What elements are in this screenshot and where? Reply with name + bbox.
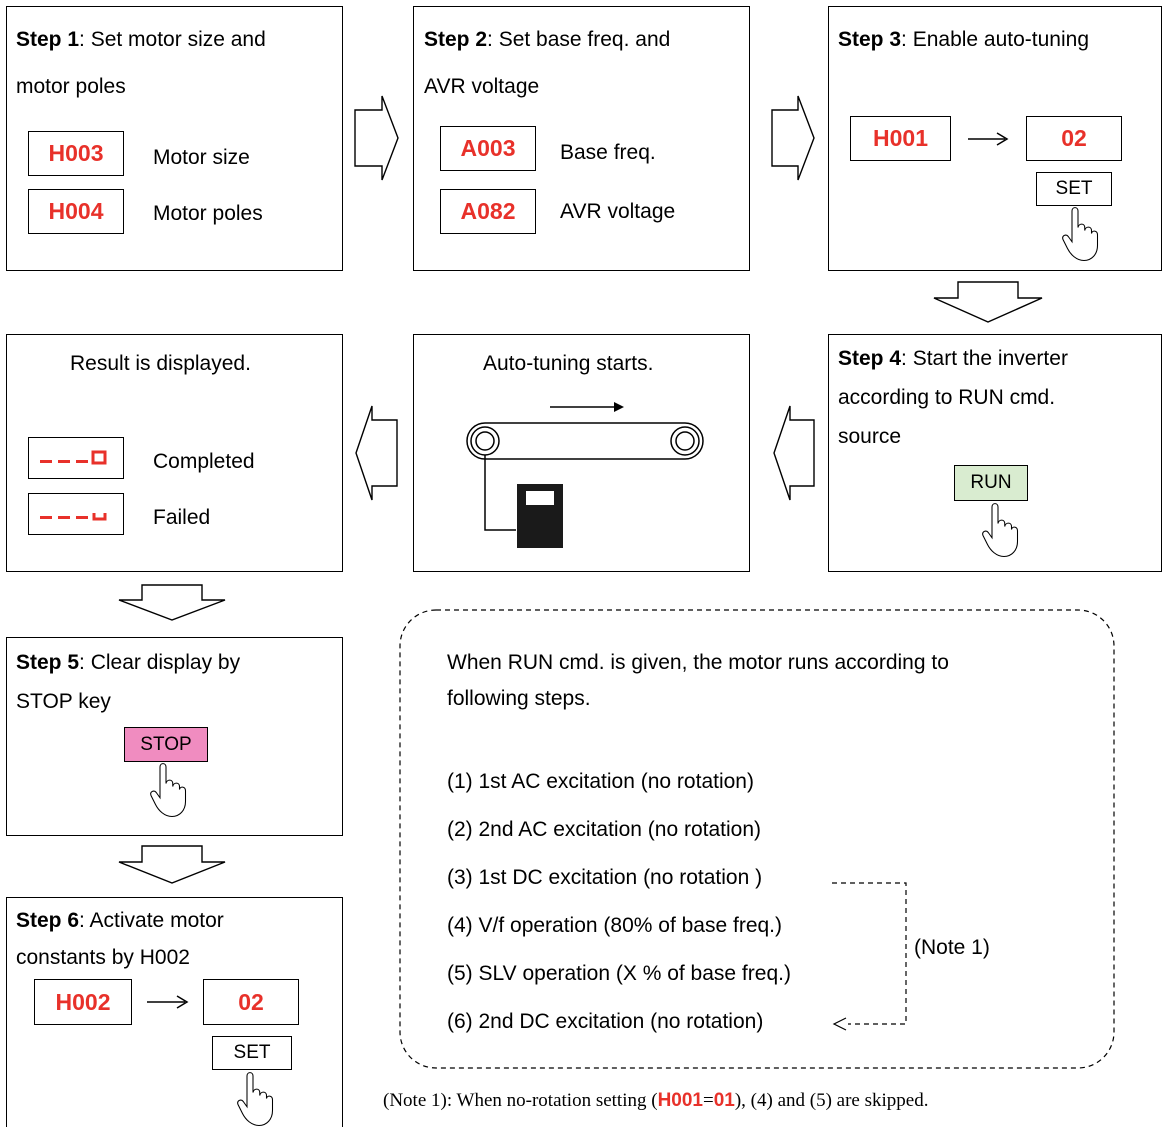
step4-text3: source: [838, 425, 902, 448]
step1-line1: Step 1: Set motor size and: [16, 28, 266, 52]
arrow-down-icon: [933, 281, 1043, 323]
hand-pointer-icon: [982, 503, 1019, 558]
note-step-5: (5) SLV operation (X % of base freq.): [447, 962, 791, 985]
step3-line1: Step 3: Enable auto-tuning: [838, 28, 1089, 52]
note-step-3: (3) 1st DC excitation (no rotation ): [447, 866, 763, 889]
conveyor-motor-icon: [466, 402, 704, 531]
footnote-code: H001: [657, 1090, 703, 1111]
step6-text2: constants by H002: [16, 946, 190, 969]
result-title: Result is displayed.: [70, 352, 251, 375]
step5-label: Step 5: [16, 651, 80, 674]
step5-text2: STOP key: [16, 690, 111, 713]
step5-line1: Step 5: Clear display by: [16, 651, 240, 675]
step4-label: Step 4: [838, 347, 902, 370]
step4-text2: according to RUN cmd.: [838, 386, 1056, 409]
autotune-title: Auto-tuning starts.: [483, 352, 654, 375]
note-intro2: following steps.: [447, 687, 591, 710]
step3-label: Step 3: [838, 28, 902, 51]
result-failed: Failed: [153, 506, 211, 529]
step5-text1: : Clear display by: [79, 651, 241, 674]
arrow-down-icon: [118, 584, 226, 621]
arrow-right-icon: [968, 132, 1009, 146]
step4-text1: : Start the inverter: [901, 347, 1068, 370]
note-step-1: (1) 1st AC excitation (no rotation): [447, 770, 754, 793]
hand-pointer-icon: [150, 763, 187, 818]
failed-display: [28, 493, 124, 535]
arrow-left-icon: [773, 405, 815, 501]
step1-code-motor-size: H003: [28, 131, 124, 176]
note-bracket: [832, 882, 907, 1025]
step3-value: 02: [1026, 116, 1122, 161]
arrow-down-icon: [118, 845, 226, 884]
step3-text1: : Enable auto-tuning: [901, 28, 1090, 51]
step2-code-base-freq: A003: [440, 126, 536, 171]
step2-desc-base-freq: Base freq.: [560, 141, 656, 164]
arrow-right-icon: [147, 995, 189, 1009]
step6-value: 02: [203, 979, 299, 1025]
step2-text1: : Set base freq. and: [487, 28, 671, 51]
step1-label: Step 1: [16, 28, 80, 51]
step6-line1: Step 6: Activate motor: [16, 909, 224, 933]
step2-label: Step 2: [424, 28, 488, 51]
note-step-4: (4) V/f operation (80% of base freq.): [447, 914, 783, 937]
step6-label: Step 6: [16, 909, 80, 932]
note-intro1: When RUN cmd. is given, the motor runs a…: [447, 651, 949, 674]
step4-run-key[interactable]: RUN: [954, 465, 1028, 501]
footnote-eq: =: [702, 1090, 714, 1111]
note-step-2: (2) 2nd AC excitation (no rotation): [447, 818, 761, 841]
footnote-suffix: ), (4) and (5) are skipped.: [734, 1090, 929, 1111]
footnote: (Note 1): When no-rotation setting (H001…: [383, 1089, 928, 1113]
step2-code-avr-voltage: A082: [440, 189, 536, 234]
step3-code: H001: [850, 116, 951, 161]
step3-set-key[interactable]: SET: [1036, 172, 1112, 206]
hand-pointer-icon: [1062, 207, 1099, 262]
step6-set-key[interactable]: SET: [212, 1036, 292, 1070]
step1-desc-motor-size: Motor size: [153, 146, 250, 169]
footnote-value: 01: [713, 1090, 735, 1111]
completed-display: [28, 437, 124, 479]
footnote-prefix: (Note 1): When no-rotation setting (: [383, 1090, 658, 1111]
failed-seg-icon: [40, 513, 107, 521]
hand-pointer-icon: [237, 1072, 274, 1127]
autotune-box: [413, 334, 750, 572]
note-step-6: (6) 2nd DC excitation (no rotation): [447, 1010, 764, 1033]
step2-desc-avr-voltage: AVR voltage: [560, 200, 676, 223]
step5-stop-key[interactable]: STOP: [124, 727, 208, 762]
arrow-right-icon: [354, 95, 399, 181]
arrow-left-icon: [355, 405, 398, 501]
step6-text1: : Activate motor: [79, 909, 224, 932]
note-box: [399, 609, 1115, 1069]
completed-seg-icon: [40, 450, 107, 465]
step2-text2: AVR voltage: [424, 75, 540, 98]
step1-text2: motor poles: [16, 75, 126, 98]
step1-text1: : Set motor size and: [79, 28, 266, 51]
arrow-right-icon: [771, 95, 815, 181]
step1-code-motor-poles: H004: [28, 189, 124, 234]
result-completed: Completed: [153, 450, 255, 473]
step4-line1: Step 4: Start the inverter: [838, 347, 1068, 371]
step6-code: H002: [34, 979, 132, 1025]
inverter-icon: [517, 484, 563, 548]
step1-desc-motor-poles: Motor poles: [153, 202, 263, 225]
step2-line1: Step 2: Set base freq. and: [424, 28, 670, 52]
note-ref: (Note 1): [914, 936, 990, 959]
